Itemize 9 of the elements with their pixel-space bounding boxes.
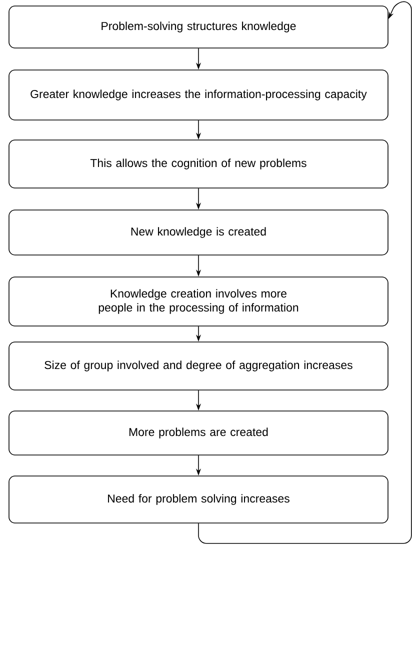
process-box: Size of group involved and degree of aggregation increases	[8, 342, 388, 390]
process-box: Knowledge creation involves more people in the processing of information	[8, 276, 388, 326]
process-box: More problems are created	[8, 410, 388, 456]
process-box: New knowledge is created	[8, 210, 388, 256]
process-box: Greater knowledge increases the information-processing capacity	[8, 70, 388, 120]
arrow	[198, 1, 412, 544]
process-box: Problem-solving structures knowledge	[8, 6, 388, 48]
process-box: This allows the cognition of new problems	[8, 140, 388, 188]
process-box: Need for problem solving increases	[8, 476, 388, 524]
